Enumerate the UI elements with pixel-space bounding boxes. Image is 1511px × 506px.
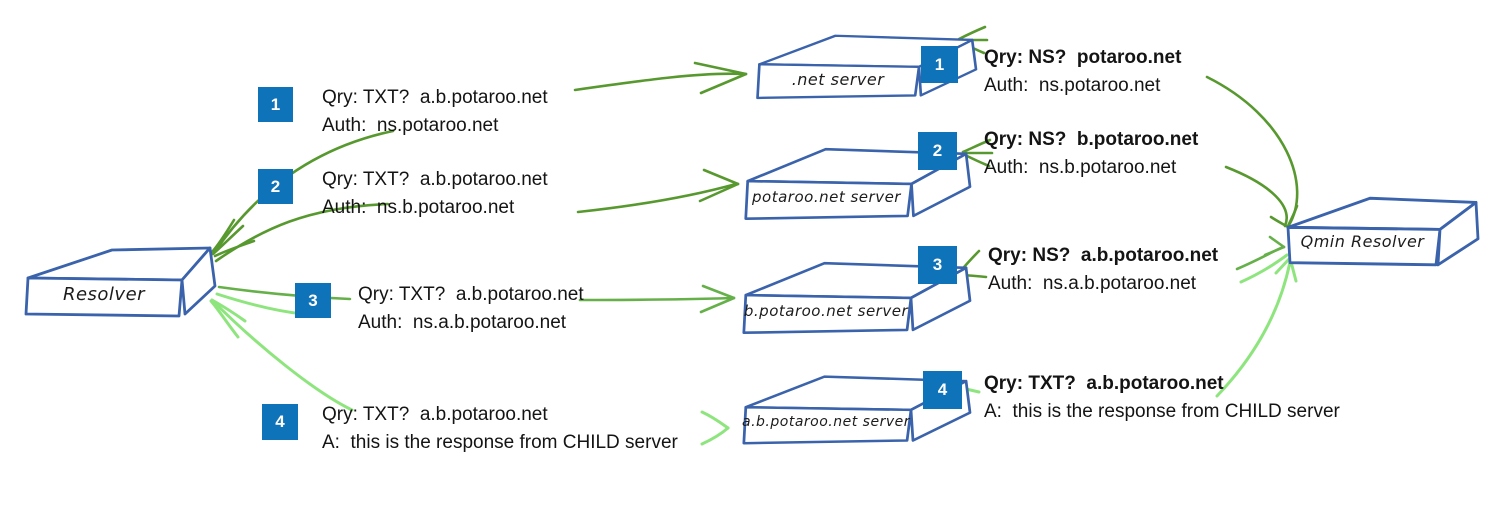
qmin-response-arrow-3 bbox=[1235, 235, 1286, 271]
answer-line: Auth: ns.b.potaroo.net bbox=[322, 197, 515, 218]
query-line: Qry: TXT? a.b.potaroo.net bbox=[322, 87, 548, 108]
right-step-text-4: Qry: TXT? a.b.potaroo.net A: this is the… bbox=[984, 370, 1340, 426]
right-step-text-3: Qry: NS? a.b.potaroo.net Auth: ns.a.b.po… bbox=[988, 242, 1218, 298]
server-badge-2: 2 bbox=[918, 132, 957, 170]
query-arrow-2 bbox=[576, 168, 740, 214]
server-badge-1: 1 bbox=[921, 46, 958, 83]
answer-line: A: this is the response from CHILD serve… bbox=[322, 432, 678, 453]
right-step-text-1: Qry: NS? potaroo.net Auth: ns.potaroo.ne… bbox=[984, 44, 1181, 100]
ab-potaroo-server-label: a.b.potaroo.net server bbox=[742, 414, 910, 430]
resolver-label: Resolver bbox=[62, 284, 146, 305]
server-chassis-shape bbox=[24, 246, 217, 318]
left-step-badge-2: 2 bbox=[258, 169, 293, 204]
query-line: Qry: TXT? a.b.potaroo.net bbox=[322, 404, 548, 425]
net-server-label: .net server bbox=[791, 70, 885, 89]
potaroo-server-box: potaroo.net server bbox=[736, 136, 976, 236]
answer-line: A: this is the response from CHILD serve… bbox=[984, 401, 1340, 422]
resolver-light-stroke bbox=[215, 292, 305, 316]
server-chassis-shape bbox=[744, 147, 972, 221]
left-step-badge-4: 4 bbox=[262, 404, 298, 440]
qmin-resolver-box: Qmin Resolver bbox=[1278, 192, 1480, 270]
answer-line: Auth: ns.a.b.potaroo.net bbox=[358, 312, 567, 333]
resolver-box: Resolver bbox=[14, 242, 224, 324]
left-step-badge-3: 3 bbox=[295, 283, 331, 318]
right-step-text-2: Qry: NS? b.potaroo.net Auth: ns.b.potaro… bbox=[984, 126, 1198, 182]
left-step-text-3: Qry: TXT? a.b.potaroo.net Auth: ns.a.b.p… bbox=[358, 281, 584, 337]
query-line: Qry: NS? potaroo.net bbox=[984, 47, 1182, 68]
left-step-text-1: Qry: TXT? a.b.potaroo.net Auth: ns.potar… bbox=[322, 84, 548, 140]
server-chassis-shape bbox=[1286, 196, 1480, 267]
b-potaroo-server-label: b.potaroo.net server bbox=[743, 302, 909, 320]
answer-line: Auth: ns.potaroo.net bbox=[984, 75, 1161, 96]
potaroo-server-label: potaroo.net server bbox=[752, 188, 901, 206]
answer-line: Auth: ns.b.potaroo.net bbox=[984, 157, 1177, 178]
qmin-resolver-label: Qmin Resolver bbox=[1300, 232, 1425, 251]
query-line: Qry: TXT? a.b.potaroo.net bbox=[984, 373, 1224, 394]
answer-line: Auth: ns.a.b.potaroo.net bbox=[988, 273, 1197, 294]
query-line: Qry: NS? a.b.potaroo.net bbox=[988, 245, 1219, 266]
left-step-text-4: Qry: TXT? a.b.potaroo.net A: this is the… bbox=[322, 401, 678, 457]
query-arrow-1 bbox=[573, 61, 748, 95]
answer-line: Auth: ns.potaroo.net bbox=[322, 115, 499, 136]
query-line: Qry: TXT? a.b.potaroo.net bbox=[322, 169, 548, 190]
server-badge-4: 4 bbox=[923, 371, 962, 409]
server-badge-3: 3 bbox=[918, 246, 957, 284]
left-step-text-2: Qry: TXT? a.b.potaroo.net Auth: ns.b.pot… bbox=[322, 166, 548, 222]
query-line: Qry: TXT? a.b.potaroo.net bbox=[358, 284, 584, 305]
query-line: Qry: NS? b.potaroo.net bbox=[984, 129, 1199, 150]
left-step-badge-1: 1 bbox=[258, 87, 293, 122]
